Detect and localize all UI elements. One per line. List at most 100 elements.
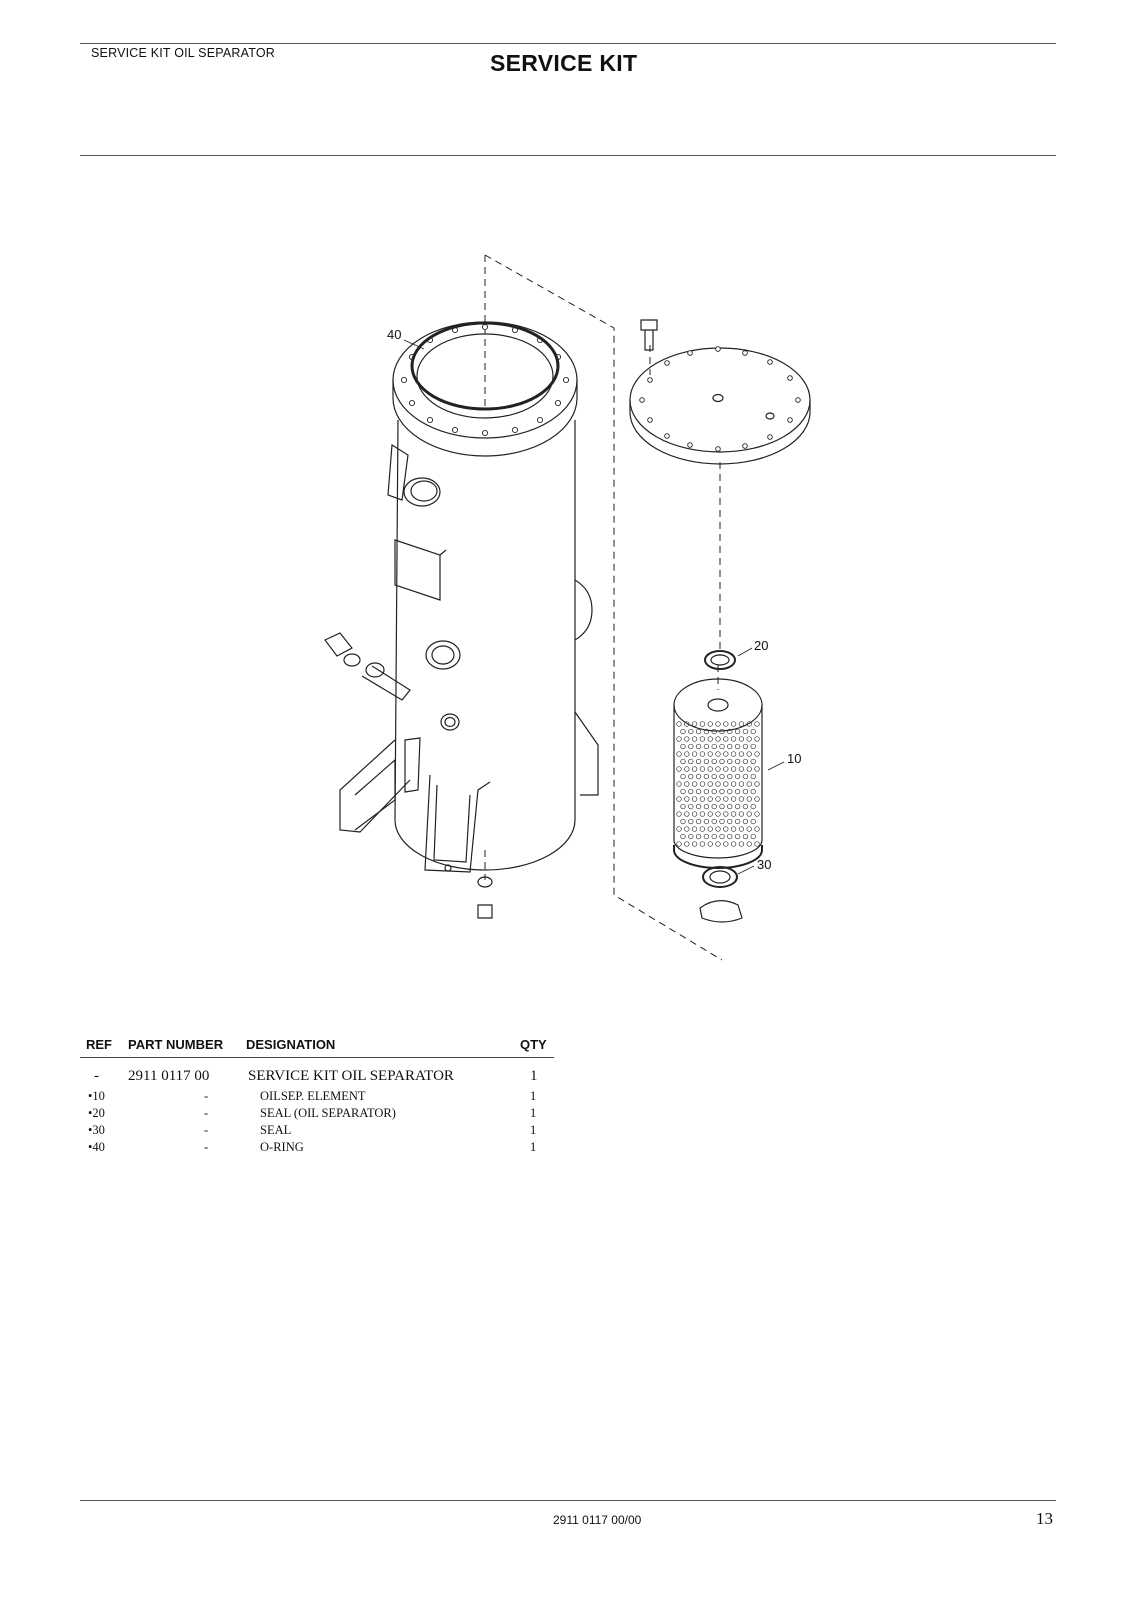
cell-part-number: -	[204, 1123, 209, 1137]
perforation-hole	[738, 751, 745, 757]
perforation-hole	[691, 721, 698, 727]
perforation-hole	[746, 796, 752, 802]
footer-rule	[80, 1500, 1056, 1501]
perforation-hole	[719, 773, 725, 780]
footer-page-number: 13	[1036, 1509, 1053, 1528]
perforation-hole	[711, 803, 717, 810]
perforation-hole	[734, 788, 741, 795]
perforation-hole	[707, 841, 713, 847]
perforation-hole	[699, 811, 706, 817]
perforation-hole	[691, 751, 698, 757]
table-row: •30 - SEAL 1	[80, 1123, 554, 1141]
callout-20: 20	[754, 638, 768, 653]
perforation-hole	[742, 788, 749, 795]
perforation-hole	[734, 743, 741, 750]
perforation-hole	[723, 841, 729, 847]
perforation-hole	[750, 773, 756, 780]
perforation-hole	[730, 796, 737, 802]
perforation-hole	[723, 796, 729, 802]
cover-plate	[629, 346, 811, 465]
perforation-hole	[695, 773, 702, 780]
callout-40: 40	[387, 327, 401, 342]
perforation-hole	[738, 736, 745, 742]
perforation-hole	[750, 803, 756, 810]
perforation-hole	[684, 721, 690, 727]
perforation-hole	[691, 841, 698, 847]
perforation-hole	[684, 841, 690, 847]
perforation-hole	[684, 826, 690, 832]
perforation-hole	[746, 841, 752, 847]
perforation-hole	[754, 736, 760, 742]
perforation-hole	[703, 803, 710, 810]
perforation-hole	[730, 841, 737, 847]
perforation-hole	[730, 781, 737, 787]
table-row: •40 - O-RING 1	[80, 1140, 554, 1158]
table-row: •20 - SEAL (OIL SEPARATOR) 1	[80, 1106, 554, 1124]
perforation-hole	[703, 788, 710, 795]
perforation-hole	[703, 758, 710, 765]
perforation-hole	[727, 773, 733, 780]
perforation-hole	[688, 743, 694, 750]
perforation-hole	[754, 766, 760, 772]
perforation-hole	[676, 796, 682, 802]
perforation-hole	[684, 781, 690, 787]
perforation-hole	[719, 788, 725, 795]
perforation-hole	[742, 803, 749, 810]
perforation-hole	[727, 818, 733, 825]
perforation-hole	[688, 728, 694, 735]
perforation-hole	[707, 721, 713, 727]
perforation-hole	[738, 796, 745, 802]
perforation-hole	[695, 803, 702, 810]
cover-bolt	[640, 319, 658, 351]
cell-part-number: -	[204, 1106, 209, 1120]
perforation-hole	[699, 796, 706, 802]
perforation-hole	[754, 721, 760, 727]
perforation-hole	[727, 728, 733, 735]
cell-designation: SERVICE KIT OIL SEPARATOR	[248, 1068, 454, 1084]
cell-part-number: -	[204, 1089, 209, 1103]
perforation-hole	[742, 758, 749, 765]
section-label: SERVICE KIT OIL SEPARATOR	[91, 46, 275, 60]
perforation-hole	[719, 803, 725, 810]
header-qty: QTY	[520, 1037, 547, 1052]
perforation-hole	[730, 721, 737, 727]
perforation-hole	[754, 796, 760, 802]
perforation-hole	[711, 818, 717, 825]
perforation-hole	[750, 818, 756, 825]
perforation-hole	[699, 751, 706, 757]
perforation-hole	[746, 721, 752, 727]
perforation-hole	[703, 818, 710, 825]
assembly-dash-lines	[484, 254, 723, 961]
perforation-hole	[742, 818, 749, 825]
perforation-hole	[688, 818, 694, 825]
perforation-hole	[691, 736, 698, 742]
perforation-hole	[703, 728, 710, 735]
perforation-hole	[676, 721, 682, 727]
perforation-hole	[727, 833, 733, 840]
cell-designation: O-RING	[260, 1140, 304, 1154]
perforation-hole	[688, 803, 694, 810]
perforation-hole	[715, 781, 721, 787]
separator-vessel	[324, 321, 599, 919]
header-ref: REF	[86, 1037, 112, 1052]
perforation-hole	[715, 751, 721, 757]
perforation-hole	[723, 766, 729, 772]
perforation-hole	[676, 841, 682, 847]
perforation-hole	[727, 743, 733, 750]
perforation-hole	[676, 751, 682, 757]
perforation-hole	[719, 833, 725, 840]
perforation-hole	[746, 826, 752, 832]
perforation-hole	[723, 811, 729, 817]
perforation-hole	[707, 826, 713, 832]
perforation-hole	[723, 826, 729, 832]
perforation-hole	[680, 833, 686, 840]
cell-qty: 1	[530, 1140, 537, 1154]
perforation-hole	[723, 736, 729, 742]
perforation-hole	[719, 728, 725, 735]
perforation-hole	[691, 811, 698, 817]
perforation-hole	[691, 766, 698, 772]
bottom-fitting	[699, 900, 743, 923]
table-row-main: - 2911 0117 00 SERVICE KIT OIL SEPARATOR…	[80, 1068, 554, 1086]
perforation-hole	[754, 826, 760, 832]
perforation-hole	[688, 833, 694, 840]
